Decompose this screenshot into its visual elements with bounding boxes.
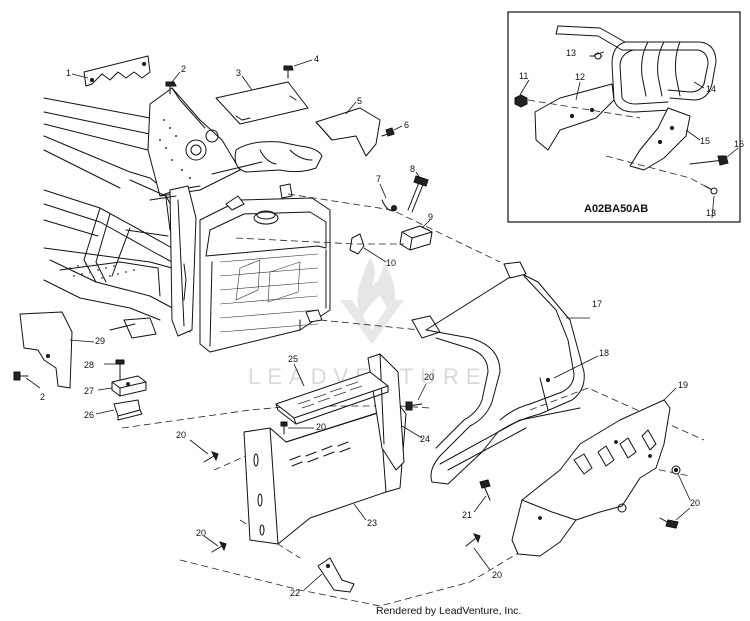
parts-26-27-28-mount: 28 27 26 xyxy=(84,359,147,421)
part-5-bracket: 5 xyxy=(315,96,381,157)
part-8-bolt: 8 xyxy=(407,164,429,213)
inset-bolt-16 xyxy=(717,155,729,166)
callout-10: 10 xyxy=(386,258,396,268)
inset-bumper-bar xyxy=(557,25,717,101)
callout-13-bottom: 13 xyxy=(706,208,716,218)
footer-credit: Rendered by LeadVenture, Inc. xyxy=(376,605,521,617)
callout-7: 7 xyxy=(376,174,381,184)
part-19-skid-plate: 19 xyxy=(511,380,688,557)
part-29-side-shield: 29 xyxy=(19,311,105,389)
inset-bolt-13-bottom xyxy=(710,187,718,195)
callout-19: 19 xyxy=(678,380,688,390)
callout-26: 26 xyxy=(84,410,94,420)
vehicle-frame xyxy=(43,87,323,339)
part-22-bracket: 22 xyxy=(290,557,355,598)
part-2-screw-lower: 2 xyxy=(13,371,45,402)
part-25-grille: 25 xyxy=(275,354,389,425)
part-9-spacer: 9 xyxy=(399,212,433,251)
inset-bracket-plate xyxy=(534,83,615,151)
part-23-radiator-shroud: 23 xyxy=(243,405,407,545)
callout-20-left: 20 xyxy=(176,430,186,440)
callout-25: 25 xyxy=(288,354,298,364)
part-20-fasteners-bottom: 20 xyxy=(465,533,502,580)
callout-2-upper: 2 xyxy=(181,64,186,74)
radiator xyxy=(199,183,331,353)
radiator-cap xyxy=(253,211,279,225)
inset-lower-bracket xyxy=(629,107,691,171)
callout-20-bottom: 20 xyxy=(492,570,502,580)
callout-3: 3 xyxy=(236,68,241,78)
part-20-fasteners-right: 20 xyxy=(659,465,700,529)
callout-9: 9 xyxy=(428,212,433,222)
callout-24: 24 xyxy=(420,434,430,444)
part-17-front-bumper: 17 18 xyxy=(411,261,609,485)
callout-21: 21 xyxy=(462,510,472,520)
callout-28: 28 xyxy=(84,360,94,370)
callout-20-right: 20 xyxy=(690,498,700,508)
callout-27: 27 xyxy=(84,386,94,396)
part-2-screw-upper: 2 xyxy=(165,64,186,95)
callout-23: 23 xyxy=(367,518,377,528)
callout-20-upper-right: 20 xyxy=(424,372,434,382)
part-7-clip: 7 xyxy=(376,174,397,212)
callout-13-top: 13 xyxy=(566,48,576,58)
callout-29: 29 xyxy=(95,336,105,346)
callout-22: 22 xyxy=(290,588,300,598)
callout-16: 16 xyxy=(734,139,744,149)
callout-12: 12 xyxy=(575,72,585,82)
part-3-pad: 3 xyxy=(215,68,309,125)
inset-nut-11 xyxy=(514,94,528,108)
part-6-screw: 6 xyxy=(381,120,409,137)
part-20-fasteners-center: 20 20 xyxy=(280,372,434,435)
part-21-bolt: 21 xyxy=(462,479,491,520)
part-4-screw: 4 xyxy=(283,54,319,79)
callout-2-lower: 2 xyxy=(40,392,45,402)
inset-part-code: A02BA50AB xyxy=(584,203,648,215)
inset-frame xyxy=(507,11,741,223)
callout-1: 1 xyxy=(66,68,71,78)
part-10-clip: 10 xyxy=(349,233,396,268)
callout-15: 15 xyxy=(700,136,710,146)
callout-20-center: 20 xyxy=(316,422,326,432)
callout-5: 5 xyxy=(357,96,362,106)
callout-17: 17 xyxy=(592,299,602,309)
callout-11: 11 xyxy=(519,71,528,81)
callout-18: 18 xyxy=(599,348,609,358)
part-20-fasteners-left: 20 20 xyxy=(176,430,227,553)
callout-6: 6 xyxy=(404,120,409,130)
inset-detail: 11 12 13 14 15 16 13 A02BA50AB xyxy=(507,11,744,223)
callout-8: 8 xyxy=(410,164,415,174)
callout-14: 14 xyxy=(706,84,716,94)
callout-4: 4 xyxy=(314,54,319,64)
part-1-shield: 1 xyxy=(66,55,151,87)
callout-20-lower-left: 20 xyxy=(196,528,206,538)
